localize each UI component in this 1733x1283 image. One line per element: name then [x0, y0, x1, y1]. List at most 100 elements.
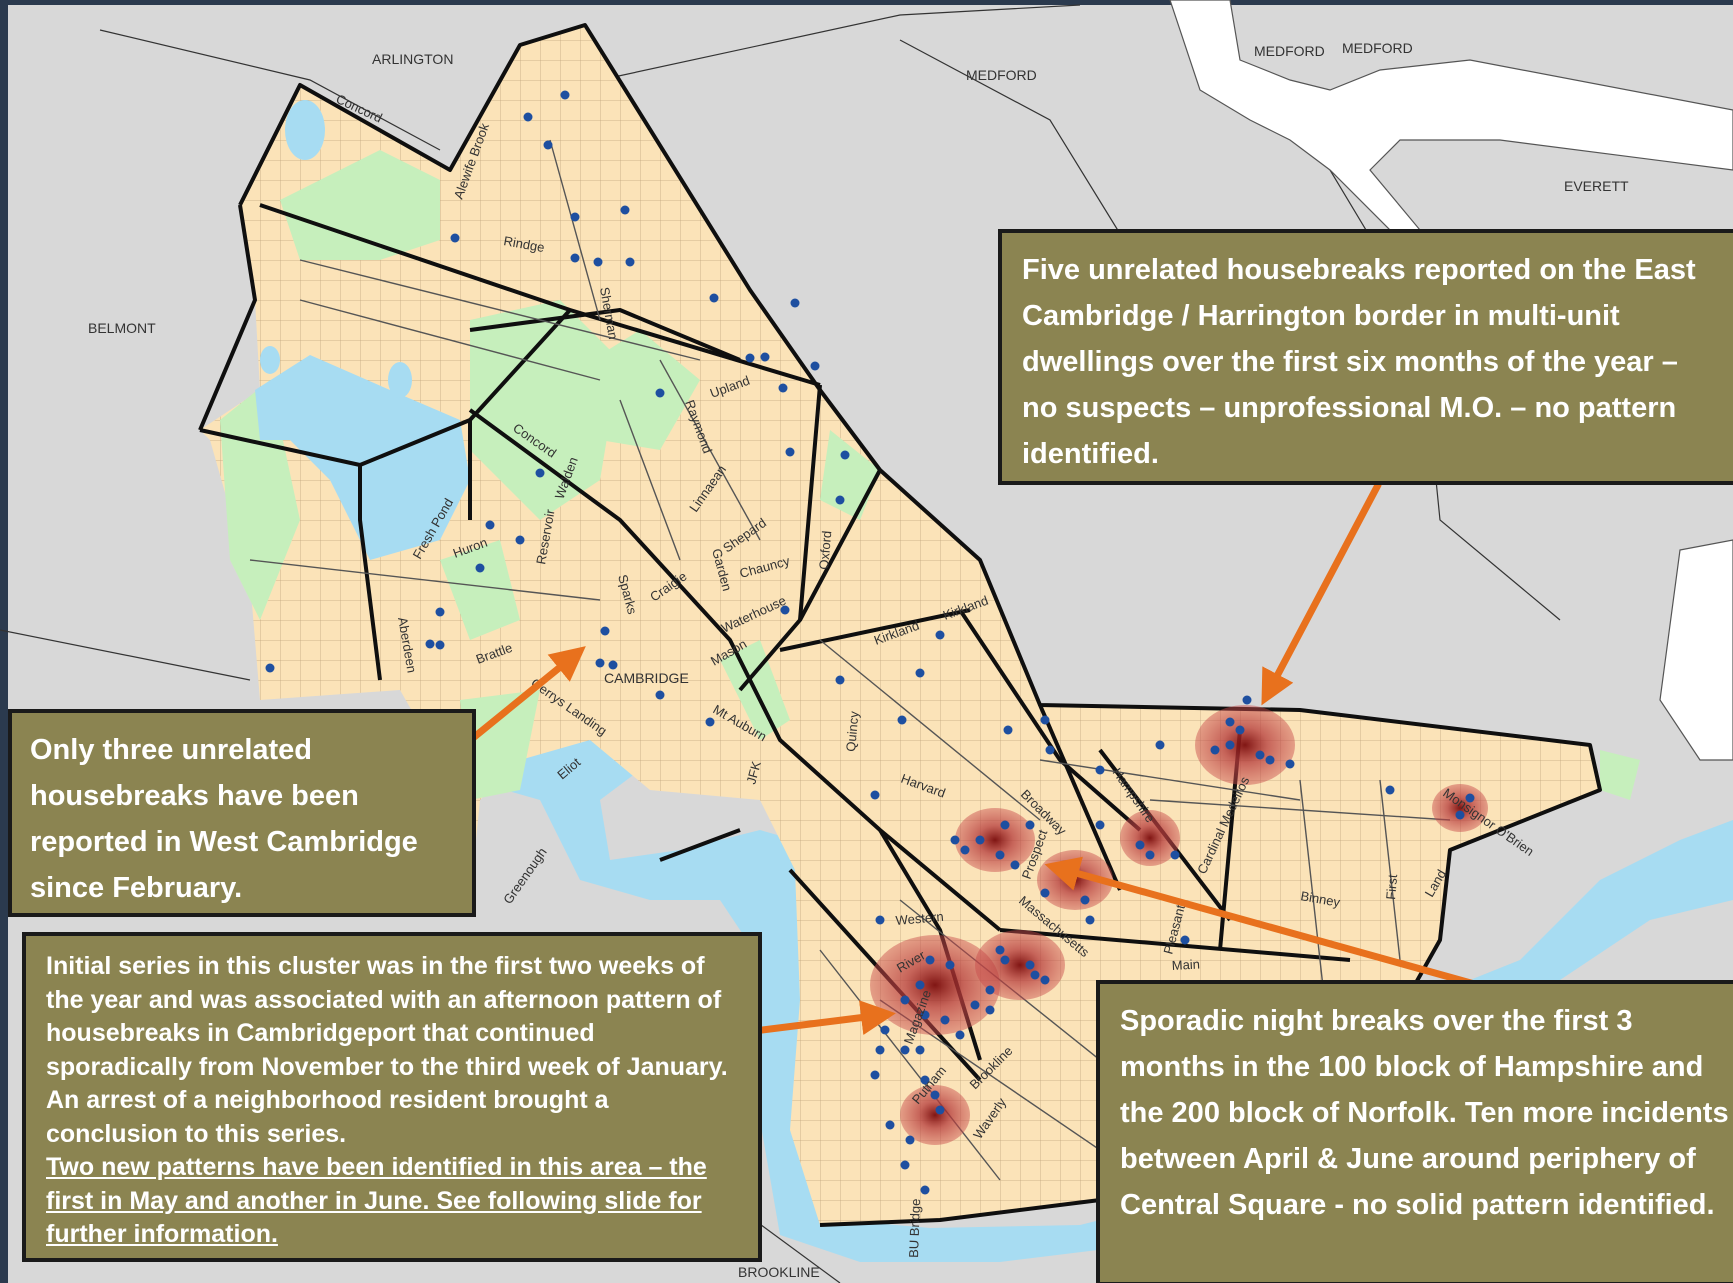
incident-point — [905, 1135, 915, 1145]
hotspot-cambridgeport — [870, 935, 1000, 1035]
incident-point — [543, 140, 553, 150]
incident-point — [900, 1160, 910, 1170]
incident-point — [523, 112, 533, 122]
incident-point — [620, 205, 630, 215]
incident-point — [1095, 820, 1105, 830]
incident-point — [995, 945, 1005, 955]
street-label: Main — [1171, 957, 1200, 973]
incident-point — [920, 1075, 930, 1085]
callout-arrows — [469, 481, 1482, 1035]
incident-point — [265, 663, 275, 673]
incident-point — [955, 1030, 965, 1040]
incident-point — [1045, 745, 1055, 755]
street-label: First — [1383, 873, 1400, 900]
arrow-east-cambridge — [1261, 481, 1382, 706]
harbor-edge — [1659, 539, 1733, 761]
town-label-everett: EVERETT — [1564, 178, 1629, 194]
hotspot-putnam — [900, 1085, 970, 1145]
incident-point — [1285, 759, 1295, 769]
incident-point — [475, 563, 485, 573]
callout-central-text: Sporadic night breaks over the first 3 m… — [1120, 1005, 1729, 1221]
incident-point — [925, 955, 935, 965]
incident-point — [780, 605, 790, 615]
callout-port-text: Initial series in this cluster was in th… — [46, 952, 728, 1148]
incident-point — [995, 850, 1005, 860]
incident-point — [1010, 860, 1020, 870]
arrow-cambridgeport — [758, 1000, 896, 1035]
secondary-roads — [249, 139, 1451, 1181]
slide-border-top — [0, 0, 1733, 5]
parks — [220, 150, 1640, 800]
incident-point — [778, 383, 788, 393]
incident-point — [970, 1000, 980, 1010]
incident-point — [655, 690, 665, 700]
incident-point — [1155, 740, 1165, 750]
incident-point — [985, 985, 995, 995]
incident-point — [897, 715, 907, 725]
incident-point — [1135, 840, 1145, 850]
incident-point — [915, 980, 925, 990]
incident-point — [900, 1045, 910, 1055]
incident-point — [625, 257, 635, 267]
incident-point — [1225, 717, 1235, 727]
incident-point — [1235, 725, 1245, 735]
incident-point — [1085, 915, 1095, 925]
street-label: Quincy — [843, 710, 862, 752]
callout-port-underlined-text: Two new patterns have been identified in… — [46, 1153, 707, 1248]
incident-point — [915, 1045, 925, 1055]
incident-point — [425, 639, 435, 649]
incident-point — [709, 293, 719, 303]
incident-point — [950, 835, 960, 845]
incident-point — [1225, 740, 1235, 750]
incident-point — [570, 253, 580, 263]
street-label: Western — [895, 909, 944, 928]
hotspot-hampshire — [1120, 810, 1180, 866]
town-label-medford-2: MEDFORD — [1254, 43, 1325, 59]
town-label-arlington: ARLINGTON — [372, 51, 453, 67]
incident-point — [975, 835, 985, 845]
incident-point — [1025, 820, 1035, 830]
incident-point — [608, 660, 618, 670]
hotspot-east-cambridge — [1195, 705, 1295, 785]
callout-west-text: Only three unrelated housebreaks have be… — [30, 734, 418, 904]
incident-point — [515, 535, 525, 545]
callout-east-text: Five unrelated housebreaks reported on t… — [1022, 254, 1696, 470]
incident-point — [885, 1120, 895, 1130]
incident-point — [1170, 850, 1180, 860]
incident-point — [570, 212, 580, 222]
incident-point — [810, 361, 820, 371]
incident-point — [920, 1010, 930, 1020]
incident-point — [940, 1015, 950, 1025]
incident-point — [1455, 810, 1465, 820]
incident-point — [705, 717, 715, 727]
incident-point — [1025, 960, 1035, 970]
incident-point — [875, 915, 885, 925]
arrow-central-square — [1044, 856, 1482, 989]
hotspots — [870, 705, 1488, 1145]
incident-point — [1003, 725, 1013, 735]
incident-point — [1145, 850, 1155, 860]
incident-point — [835, 495, 845, 505]
incident-point — [900, 995, 910, 1005]
street-label: BU Bridge — [906, 1198, 923, 1258]
incident-point — [935, 1105, 945, 1115]
callout-cambridgeport: Initial series in this cluster was in th… — [22, 932, 762, 1262]
incident-point — [1000, 820, 1010, 830]
town-label-medford-3: MEDFORD — [1342, 40, 1413, 56]
incident-point — [535, 468, 545, 478]
incident-point — [1040, 888, 1050, 898]
incident-point — [930, 1090, 940, 1100]
incident-point — [1180, 935, 1190, 945]
incident-point — [875, 1045, 885, 1055]
incident-point — [1030, 970, 1040, 980]
incident-point — [1265, 755, 1275, 765]
town-labels: ARLINGTON MEDFORD MEDFORD MEDFORD EVERET… — [88, 40, 1629, 1280]
callout-central-square: Sporadic night breaks over the first 3 m… — [1096, 980, 1733, 1283]
incident-point — [1385, 785, 1395, 795]
incident-point — [655, 388, 665, 398]
incident-point — [835, 675, 845, 685]
incident-point — [1242, 695, 1252, 705]
town-label-brookline: BROOKLINE — [738, 1264, 820, 1280]
incident-point — [435, 640, 445, 650]
